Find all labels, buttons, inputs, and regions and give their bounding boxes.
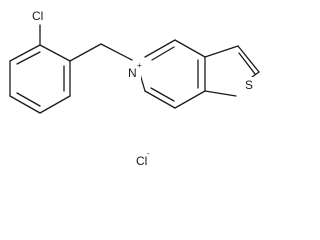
pyridinium-ring — [139, 39, 206, 109]
benzene-ring — [9, 44, 71, 114]
benzyl-bond-1 — [69, 43, 102, 62]
chemical-structure: Cl N + S Cl - — [9, 9, 260, 168]
chloride-charge-label: - — [147, 149, 150, 158]
nitrogen-atom-label: N — [128, 66, 137, 80]
nitrogen-charge-label: + — [137, 61, 142, 70]
chlorine-atom-label: Cl — [32, 9, 43, 23]
chloride-ion-label: Cl — [136, 154, 147, 168]
benzyl-bond-2 — [100, 43, 133, 61]
sulfur-atom-label: S — [245, 78, 253, 92]
thiophene-ring — [204, 45, 260, 97]
